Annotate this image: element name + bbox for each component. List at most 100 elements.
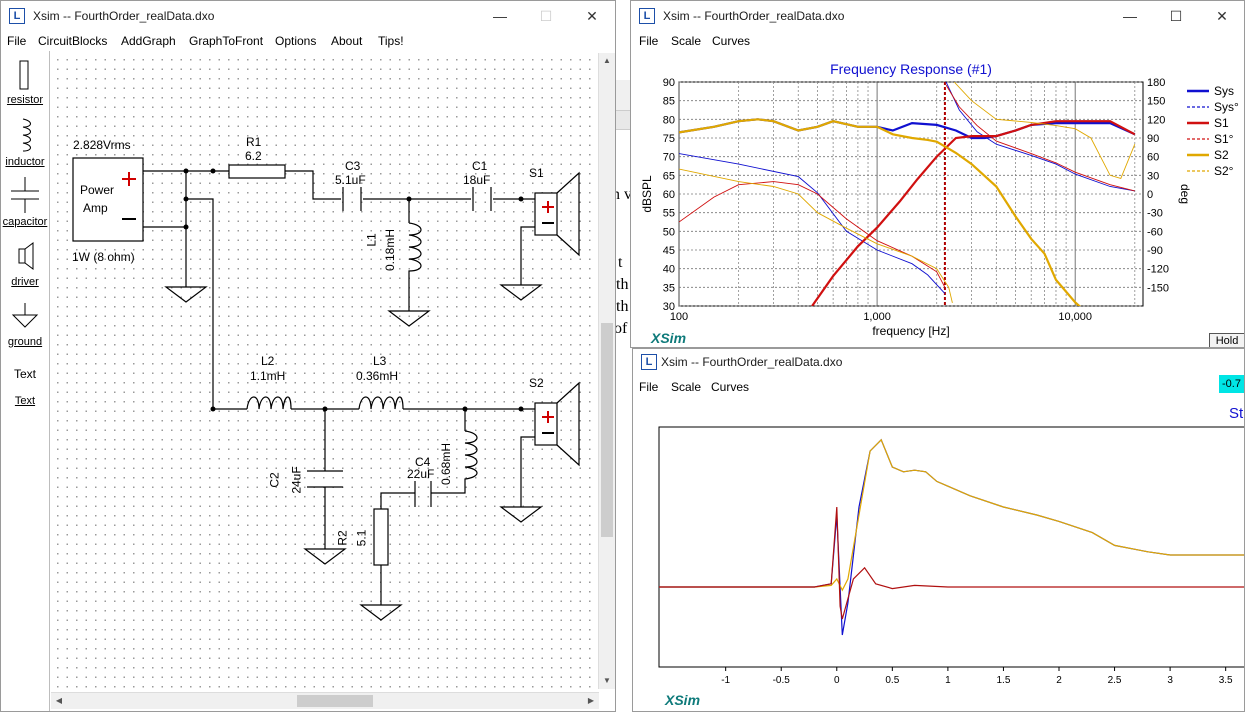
frequency-response-chart[interactable]: 30354045505560657075808590-150-120-90-60… xyxy=(631,51,1244,347)
close-icon[interactable]: ✕ xyxy=(586,8,598,24)
maximize-icon[interactable]: ☐ xyxy=(1169,8,1183,24)
l3-name: L3 xyxy=(373,354,387,368)
menu-options[interactable]: Options xyxy=(275,34,317,48)
x-tick-label: 1.5 xyxy=(996,675,1010,686)
legend-label-5: S2 xyxy=(1214,148,1229,162)
scroll-left-icon[interactable]: ◀ xyxy=(55,696,63,705)
palette-ground[interactable]: ground xyxy=(1,301,49,348)
step-response-window: L Xsim -- FourthOrder_realData.dxo File … xyxy=(632,348,1245,712)
menu-curves[interactable]: Curves xyxy=(711,380,750,394)
y-tick-label: 65 xyxy=(663,170,675,182)
doc-fragment-2: t xyxy=(618,254,623,271)
menu-graphtofront[interactable]: GraphToFront xyxy=(189,34,264,48)
r1-value: 6.2 xyxy=(245,149,262,163)
scroll-right-icon[interactable]: ▶ xyxy=(587,696,595,705)
l2-value: 1.1mH xyxy=(250,369,286,383)
series-line-6 xyxy=(679,82,1136,304)
x-tick-label: 2 xyxy=(1056,675,1062,686)
s2-name: S2 xyxy=(529,376,544,390)
driver-icon xyxy=(18,242,34,270)
maximize-icon[interactable]: ☐ xyxy=(539,8,553,24)
y-tick-label: 60 xyxy=(663,189,675,201)
xsim-app-icon: L xyxy=(639,8,655,24)
circuit-horizontal-scrollbar[interactable]: ◀ ▶ xyxy=(51,692,599,709)
circuit-menubar: File CircuitBlocks AddGraph GraphToFront… xyxy=(1,31,615,51)
l1-value: 0.18mH xyxy=(383,228,398,272)
x-tick-label: 3.5 xyxy=(1219,675,1233,686)
circuit-window: L Xsim -- FourthOrder_realData.dxo — ☐ ✕… xyxy=(0,0,616,712)
menu-scale[interactable]: Scale xyxy=(671,34,702,48)
source-voltage-label: 2.828Vrms xyxy=(73,138,131,152)
step-series-line-3 xyxy=(659,506,1244,620)
series-line-4 xyxy=(679,84,1135,288)
menu-circuitblocks[interactable]: CircuitBlocks xyxy=(38,34,108,48)
r1-name: R1 xyxy=(246,135,262,149)
series-line-5 xyxy=(679,118,1081,306)
circuit-vertical-scrollbar[interactable]: ▲ ▼ xyxy=(598,53,615,689)
schematic-canvas[interactable] xyxy=(51,53,597,689)
close-icon[interactable]: ✕ xyxy=(1216,8,1228,24)
doc-fragment-5: of xyxy=(614,320,628,337)
x-tick-label: 0 xyxy=(834,675,840,686)
menu-file[interactable]: File xyxy=(7,34,27,48)
menu-file[interactable]: File xyxy=(639,34,659,48)
frequency-response-window: L Xsim -- FourthOrder_realData.dxo — ☐ ✕… xyxy=(630,0,1245,348)
xsim-app-icon: L xyxy=(641,354,657,370)
circuit-titlebar[interactable]: L Xsim -- FourthOrder_realData.dxo — ☐ ✕ xyxy=(1,1,615,31)
scroll-up-icon[interactable]: ▲ xyxy=(603,56,611,65)
c4-value: 22uF xyxy=(407,467,435,481)
x-tick-label: 0.5 xyxy=(885,675,899,686)
palette-capacitor[interactable]: capacitor xyxy=(1,177,49,228)
menu-addgraph[interactable]: AddGraph xyxy=(121,34,176,48)
hold-button[interactable]: Hold xyxy=(1209,333,1244,347)
y2-tick-label: -30 xyxy=(1147,208,1163,220)
y-tick-label: 55 xyxy=(663,208,675,220)
freq-brand-label: XSim xyxy=(651,330,687,346)
series-line-3 xyxy=(811,120,1136,306)
minimize-icon[interactable]: — xyxy=(493,8,507,24)
cursor-readout: -0.7 xyxy=(1219,375,1244,393)
y-tick-label: 80 xyxy=(663,114,675,126)
y2-tick-label: 150 xyxy=(1147,96,1165,108)
c4-name: C4 xyxy=(415,455,431,469)
resistor-icon xyxy=(19,60,29,90)
scroll-down-icon[interactable]: ▼ xyxy=(603,676,611,685)
palette-inductor[interactable]: inductor xyxy=(1,117,49,168)
l1-name: L1 xyxy=(364,233,379,247)
chart-title: Frequency Response (#1) xyxy=(830,61,992,77)
step-series-line-2 xyxy=(659,438,1244,592)
vertical-scroll-thumb[interactable] xyxy=(601,323,613,537)
menu-curves[interactable]: Curves xyxy=(712,34,751,48)
menu-file[interactable]: File xyxy=(639,380,659,394)
palette-driver-label: driver xyxy=(11,276,39,288)
r2-value: 5.1 xyxy=(354,529,369,547)
l3-value: 0.36mH xyxy=(356,369,399,383)
menu-tips[interactable]: Tips! xyxy=(378,34,404,48)
inductor-icon xyxy=(22,118,31,152)
palette-driver[interactable]: driver xyxy=(1,241,49,288)
c2-name: C2 xyxy=(267,472,282,488)
legend-label-3: S1 xyxy=(1214,116,1229,130)
y-tick-label: 85 xyxy=(663,96,675,108)
background-document: n v xyxy=(614,0,1245,712)
y-tick-label: 30 xyxy=(663,301,675,313)
l4-value: 0.68mH xyxy=(439,442,454,486)
step-titlebar[interactable]: L Xsim -- FourthOrder_realData.dxo xyxy=(633,349,1244,373)
menu-about[interactable]: About xyxy=(331,34,363,48)
legend-label-1: Sys xyxy=(1214,84,1234,98)
menu-scale[interactable]: Scale xyxy=(671,380,702,394)
c1-name: C1 xyxy=(472,159,488,173)
freq-window-title: Xsim -- FourthOrder_realData.dxo xyxy=(663,9,845,23)
freq-titlebar[interactable]: L Xsim -- FourthOrder_realData.dxo — ☐ ✕ xyxy=(631,1,1244,31)
palette-resistor[interactable]: resistor xyxy=(1,59,49,106)
y2-tick-label: -90 xyxy=(1147,245,1163,257)
x-axis-label: frequency [Hz] xyxy=(872,324,949,338)
c3-name: C3 xyxy=(345,159,361,173)
minimize-icon[interactable]: — xyxy=(1123,8,1137,24)
palette-text-label: Text xyxy=(14,395,36,407)
horizontal-scroll-thumb[interactable] xyxy=(297,695,373,707)
y-tick-label: 75 xyxy=(663,133,675,145)
x-tick-label: -0.5 xyxy=(773,675,791,686)
palette-text[interactable]: Text Text xyxy=(1,367,49,407)
